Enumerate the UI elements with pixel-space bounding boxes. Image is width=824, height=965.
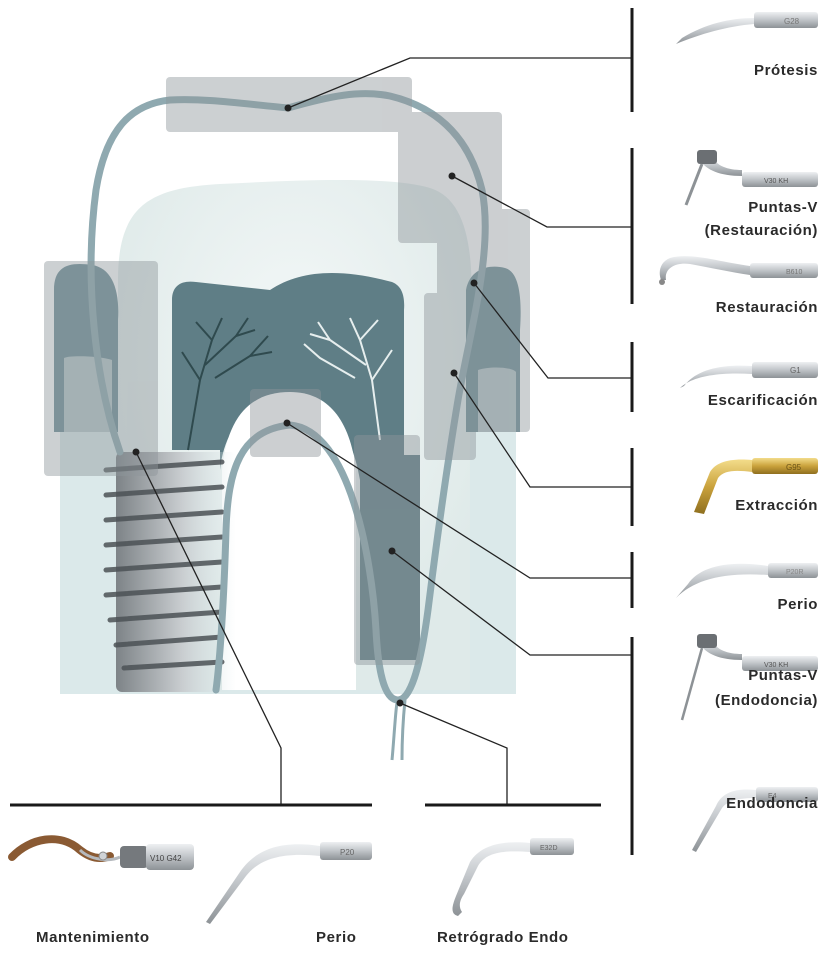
tip-restauracion-icon: B610 bbox=[659, 256, 818, 285]
label-perio-bottom: Perio bbox=[316, 926, 357, 950]
tip-retrogrado-endo-icon: E32D bbox=[453, 838, 575, 916]
tip-perio-bottom-icon: P20 bbox=[206, 842, 372, 924]
svg-text:G1: G1 bbox=[790, 366, 801, 375]
label-escarificacion: Escarificación bbox=[708, 389, 818, 413]
label-perio-right: Perio bbox=[777, 593, 818, 617]
label-protesis: Prótesis bbox=[754, 59, 818, 83]
svg-text:G95: G95 bbox=[786, 463, 802, 472]
tip-escarificacion-icon: G1 bbox=[680, 362, 818, 388]
label-puntas-v-endodoncia-2: (Endodoncia) bbox=[715, 689, 818, 713]
tip-mantenimiento-icon: V10 G42 bbox=[12, 839, 194, 870]
tip-marking: G28 bbox=[784, 17, 800, 26]
label-retrogrado-endo: Retrógrado Endo bbox=[437, 926, 569, 950]
svg-text:E32D: E32D bbox=[540, 845, 558, 852]
label-puntas-v-endodoncia-1: Puntas-V bbox=[748, 664, 818, 688]
tip-protesis-icon: G28 bbox=[676, 12, 818, 44]
svg-text:V30 KH: V30 KH bbox=[764, 178, 788, 185]
label-endodoncia: Endodoncia bbox=[726, 792, 818, 816]
label-mantenimiento: Mantenimiento bbox=[36, 926, 150, 950]
svg-text:P20R: P20R bbox=[786, 569, 804, 576]
label-puntas-v-restauracion-2: (Restauración) bbox=[705, 219, 818, 243]
root-canal-end bbox=[392, 700, 405, 760]
label-extraccion: Extracción bbox=[735, 494, 818, 518]
svg-text:V10 G42: V10 G42 bbox=[150, 854, 182, 863]
svg-text:B610: B610 bbox=[786, 269, 802, 276]
label-puntas-v-restauracion-1: Puntas-V bbox=[748, 196, 818, 220]
svg-text:P20: P20 bbox=[340, 848, 355, 857]
label-restauracion: Restauración bbox=[716, 296, 818, 320]
